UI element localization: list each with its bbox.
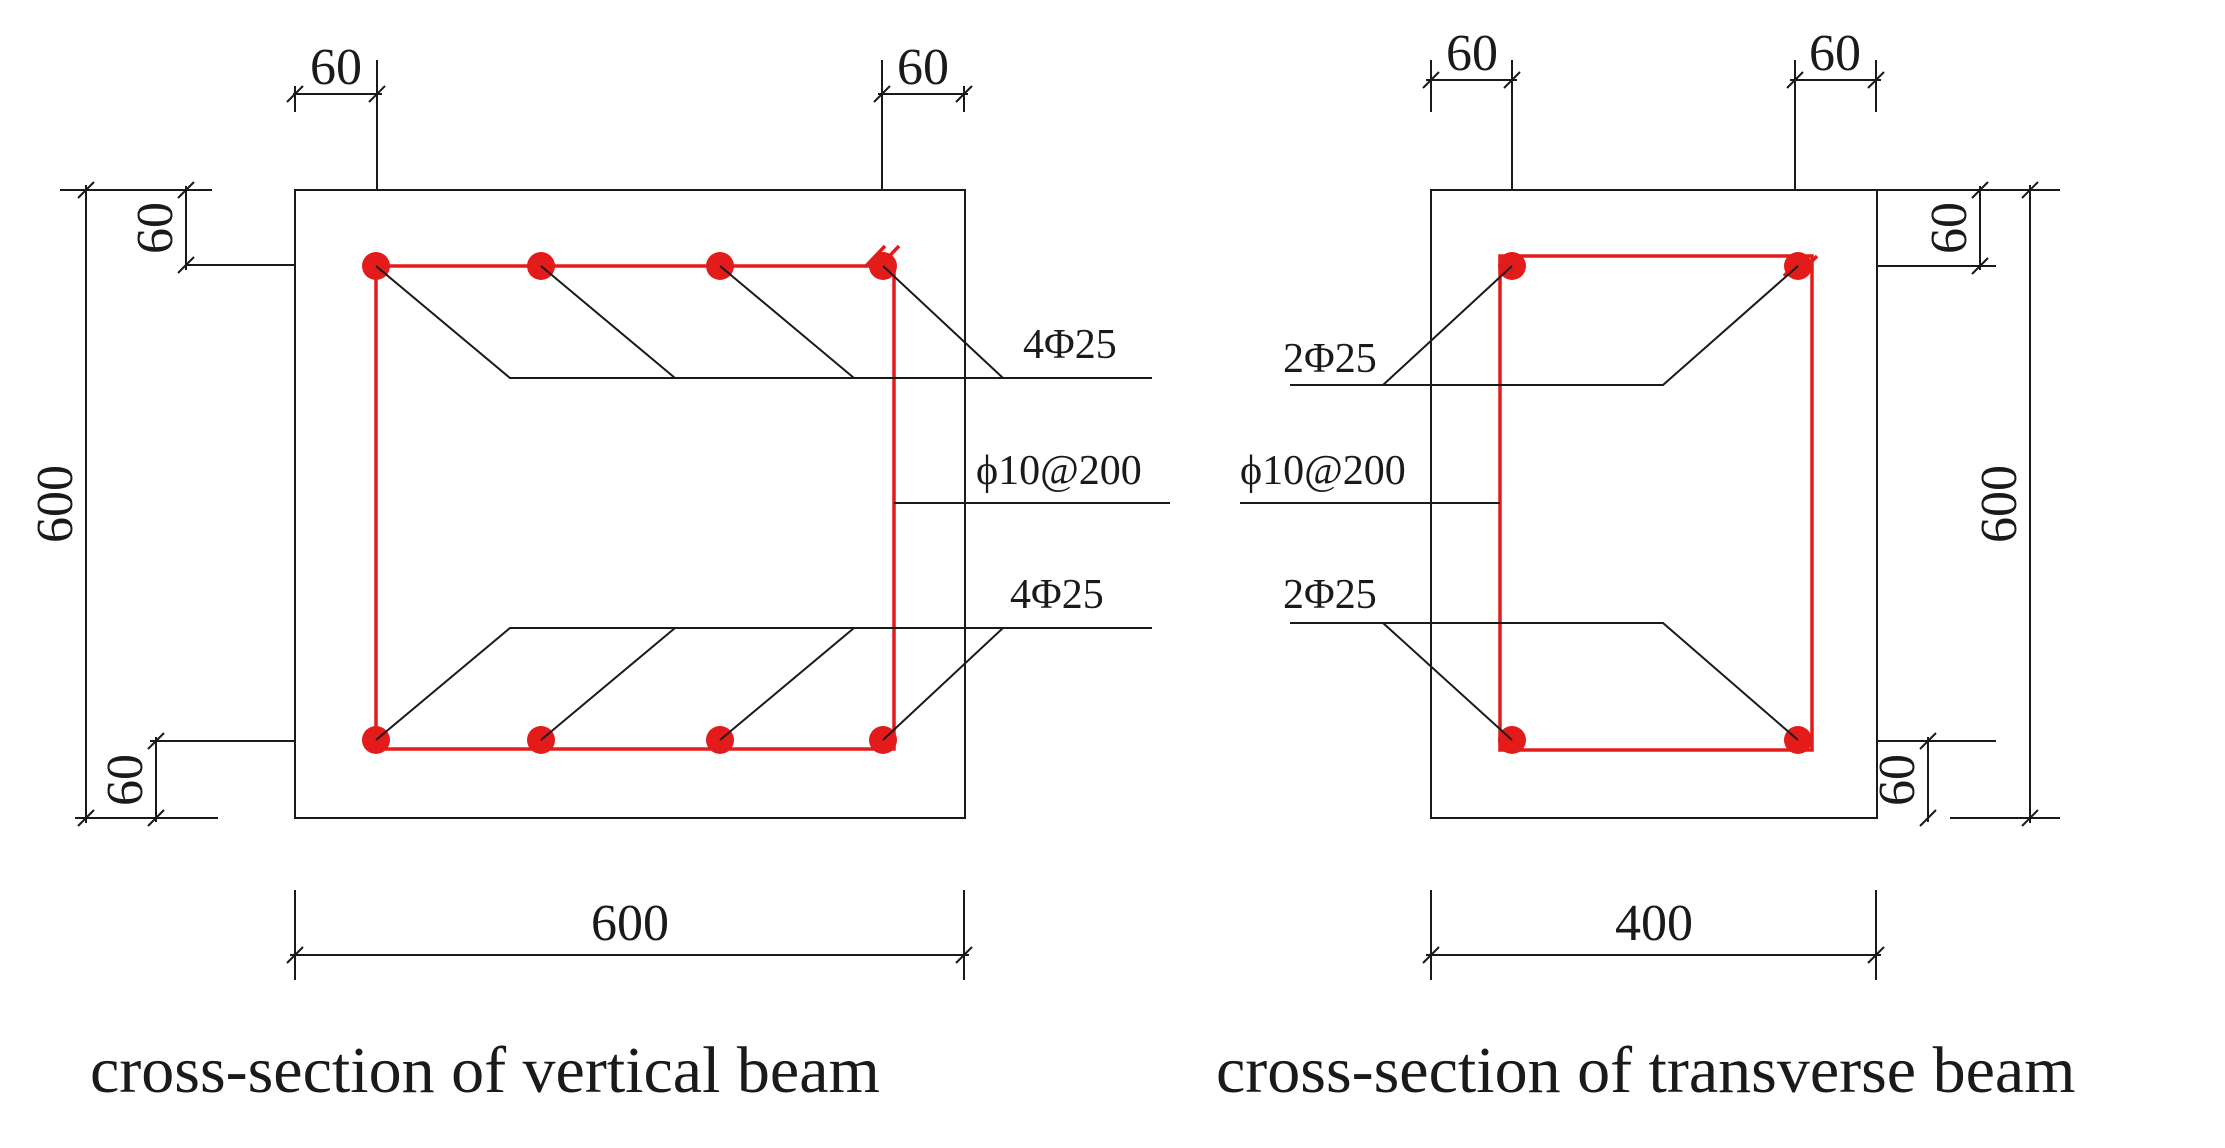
- transverse-beam-height-dimension: 600: [1971, 181, 2039, 827]
- transverse-beam-cover-top-right: 60: [1809, 25, 1861, 82]
- vertical-beam-top-rebar-leader: [375, 265, 1152, 379]
- vertical-beam-side-cover-dimensions: 60 60: [75, 181, 296, 827]
- transverse-beam-height-value: 600: [1971, 465, 2028, 543]
- transverse-beam-top-rebar-leader: [1290, 265, 1799, 386]
- vertical-beam-bottom-rebar-leader: [375, 627, 1152, 741]
- transverse-beam-width-value: 400: [1615, 895, 1693, 952]
- transverse-beam-caption: cross-section of transverse beam: [1216, 1034, 2076, 1107]
- vertical-beam-top-cover-dimensions: 60 60: [286, 39, 973, 190]
- transverse-beam-bottom-rebar-leader: [1290, 622, 1799, 741]
- vertical-beam-caption: cross-section of vertical beam: [90, 1034, 880, 1107]
- transverse-beam-top-rebar-label: 2Φ25: [1283, 336, 1377, 382]
- vertical-beam-cover-top-right: 60: [897, 39, 949, 96]
- transverse-beam-section: 2Φ25 ϕ10@200 2Φ25 60 60 60: [1216, 25, 2076, 1107]
- transverse-beam-cover-side-bottom: 60: [1869, 754, 1926, 806]
- transverse-beam-cover-top-left: 60: [1446, 25, 1498, 82]
- transverse-beam-width-dimension: 400: [1422, 890, 1885, 980]
- vertical-beam-width-value: 600: [591, 895, 669, 952]
- transverse-beam-stirrup-label: ϕ10@200: [1240, 448, 1406, 494]
- vertical-beam-stirrup: [374, 264, 896, 751]
- vertical-beam-height-dimension: 600: [27, 181, 212, 827]
- transverse-beam-cover-side-top: 60: [1921, 202, 1978, 254]
- vertical-beam-cover-top-left: 60: [310, 39, 362, 96]
- transverse-beam-side-cover-dimensions: 60 60: [1869, 181, 2060, 827]
- vertical-beam-top-rebar-label: 4Φ25: [1023, 322, 1117, 368]
- transverse-beam-stirrup: [1498, 254, 1814, 752]
- vertical-beam-bottom-rebar-label: 4Φ25: [1010, 572, 1104, 618]
- transverse-beam-bottom-rebar-label: 2Φ25: [1283, 572, 1377, 618]
- transverse-beam-top-cover-dimensions: 60 60: [1422, 25, 1885, 190]
- vertical-beam-cover-side-top: 60: [127, 202, 184, 254]
- vertical-beam-cover-side-bottom: 60: [97, 754, 154, 806]
- vertical-beam-section: 4Φ25 ϕ10@200 4Φ25 60 60 60: [27, 39, 1170, 1107]
- vertical-beam-width-dimension: 600: [286, 890, 973, 980]
- vertical-beam-stirrup-label: ϕ10@200: [976, 448, 1142, 494]
- vertical-beam-height-value: 600: [27, 465, 84, 543]
